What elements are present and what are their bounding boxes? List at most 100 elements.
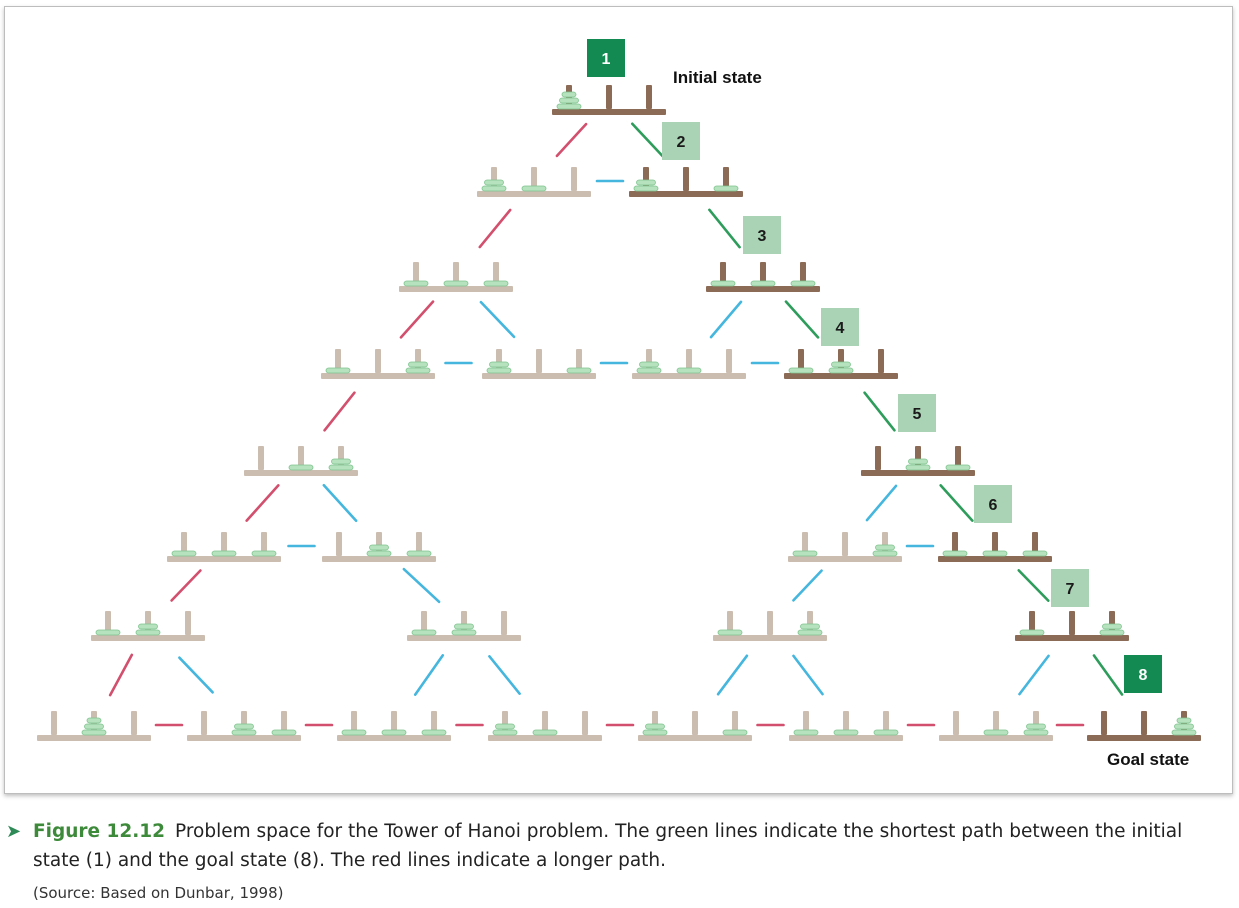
state-base (482, 373, 596, 379)
state-disk (138, 623, 158, 630)
state-peg (493, 262, 499, 286)
path-badge-2: 2 (662, 122, 700, 160)
state-base (488, 735, 602, 741)
state-disk (710, 280, 736, 287)
state-disk (325, 367, 351, 374)
state-s8d (488, 711, 602, 741)
state-peg (803, 711, 809, 735)
state-disk (639, 361, 659, 368)
state-disk (341, 729, 367, 736)
initial-state-label: Initial state (673, 68, 762, 87)
state-disk (489, 361, 509, 368)
state-disk (271, 729, 297, 736)
state-disk (532, 729, 558, 736)
state-s6a (167, 532, 281, 562)
state-peg (576, 349, 582, 373)
state-peg (185, 611, 191, 635)
state-disk (642, 729, 668, 736)
state-disk (95, 629, 121, 636)
edge-longer-25 (108, 653, 134, 697)
state-base (1015, 635, 1129, 641)
badge-number: 4 (836, 320, 845, 337)
states-layer (37, 85, 1201, 741)
edge-shortest-32 (1092, 654, 1124, 696)
edge-longer-13 (323, 391, 356, 432)
state-disk (559, 97, 579, 104)
state-disk (1099, 629, 1125, 636)
badge-box (743, 216, 781, 254)
edge-other-17 (865, 484, 898, 522)
state-disk (1026, 723, 1046, 730)
state-s4a (321, 349, 435, 379)
state-peg (843, 711, 849, 735)
state-peg (336, 532, 342, 556)
edge-other-27 (413, 654, 445, 696)
edge-other-22 (402, 567, 441, 604)
caption-source: (Source: Based on Dunbar, 1998) (33, 884, 284, 902)
state-peg (723, 167, 729, 191)
state-peg (131, 711, 137, 735)
state-peg (335, 349, 341, 373)
state-peg (261, 532, 267, 556)
state-disk (983, 729, 1009, 736)
state-base (784, 373, 898, 379)
state-disk (945, 464, 971, 471)
edge-shortest-2 (630, 122, 665, 158)
state-disk (366, 550, 392, 557)
state-peg (375, 349, 381, 373)
state-base (552, 109, 666, 115)
state-disk (828, 367, 854, 374)
state-disk (561, 91, 577, 98)
state-s4 (784, 349, 898, 379)
state-disk (873, 729, 899, 736)
state-s6 (938, 532, 1052, 562)
state-peg (842, 532, 848, 556)
state-disk (369, 544, 389, 551)
state-disk (633, 185, 659, 192)
edge-longer-1 (555, 122, 588, 158)
state-peg (571, 167, 577, 191)
state-s8f (789, 711, 903, 741)
state-peg (726, 349, 732, 373)
state-disk (492, 729, 518, 736)
state-peg (542, 711, 548, 735)
state-peg (802, 532, 808, 556)
state-disk (908, 458, 928, 465)
state-disk (566, 367, 592, 374)
badge-number: 5 (913, 406, 922, 423)
state-disk (454, 623, 474, 630)
state-disk (451, 629, 477, 636)
state-disk (486, 367, 512, 374)
state-disk (833, 729, 859, 736)
state-peg (798, 349, 804, 373)
state-disk (982, 550, 1008, 557)
badge-box (587, 39, 625, 77)
state-disk (750, 280, 776, 287)
state-disk (1023, 729, 1049, 736)
state-disk (1102, 623, 1122, 630)
state-disk (84, 723, 104, 730)
state-base (337, 735, 451, 741)
edge-shortest-18 (939, 484, 974, 522)
edge-shortest-5 (708, 208, 741, 249)
state-s4b (482, 349, 596, 379)
state-disk (403, 280, 429, 287)
badge-number: 1 (602, 51, 611, 68)
badge-number: 3 (758, 228, 767, 245)
state-base (477, 191, 591, 197)
state-peg (683, 167, 689, 191)
state-peg (221, 532, 227, 556)
state-peg (1069, 611, 1075, 635)
state-peg (993, 711, 999, 735)
state-peg (51, 711, 57, 735)
state-peg (298, 446, 304, 470)
state-disk (556, 103, 582, 110)
state-peg (953, 711, 959, 735)
state-peg (531, 167, 537, 191)
state-base (938, 556, 1052, 562)
state-peg (431, 711, 437, 735)
state-disk (234, 723, 254, 730)
state-s4c (632, 349, 746, 379)
edge-other-7 (479, 300, 516, 339)
state-s5a (244, 446, 358, 476)
